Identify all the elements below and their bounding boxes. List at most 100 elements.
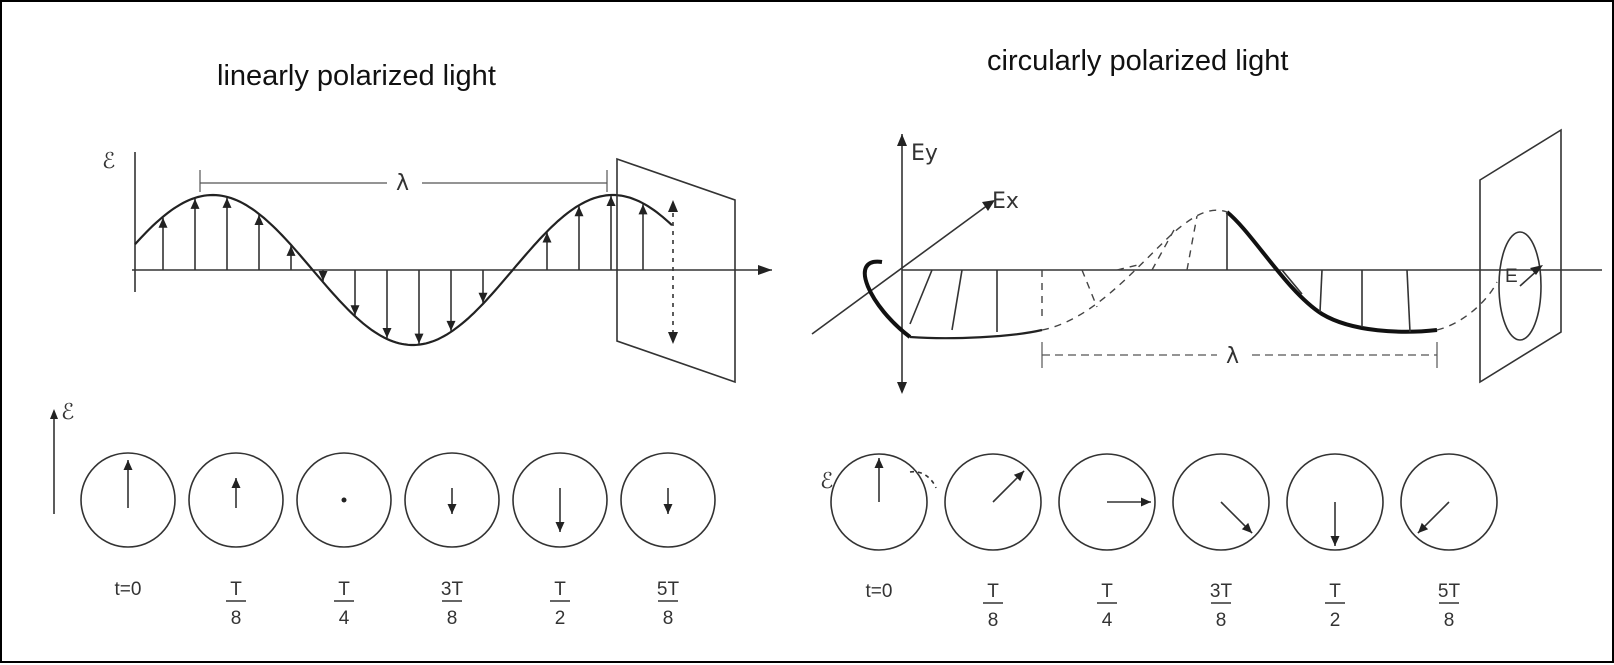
circular-time-denominator: 2 xyxy=(1330,610,1341,631)
snapshot-vector xyxy=(992,470,1025,503)
linear-field-vector xyxy=(254,214,264,270)
snapshot-vector xyxy=(1107,497,1151,507)
circular-snapshot-circle xyxy=(944,453,1042,551)
linear-field-vector xyxy=(478,270,488,303)
circular-snapshot-circle xyxy=(1400,453,1498,551)
linear-snapshot-label: ℰ xyxy=(61,400,74,425)
linear-time-numerator: T xyxy=(230,579,242,600)
zero-field-dot xyxy=(341,497,347,503)
linear-time-denominator: 8 xyxy=(231,608,242,629)
linear-field-vector xyxy=(446,270,456,331)
ex-arrow-head xyxy=(982,200,995,211)
linear-snapshot-circle xyxy=(404,452,500,548)
circular-snapshot-circle xyxy=(1058,453,1156,551)
helix-lower-front xyxy=(909,328,1043,340)
linear-time-denominator: 8 xyxy=(447,608,458,629)
circular-field-vectors xyxy=(909,212,1411,333)
snapshot-vector xyxy=(231,478,241,508)
propagation-arrow-head xyxy=(758,265,772,275)
linear-snapshot-circle xyxy=(80,452,176,548)
circular-time-denominator: 8 xyxy=(1216,610,1227,631)
ey-arrow-bottom xyxy=(897,382,907,394)
linear-snapshot: T2 xyxy=(512,452,608,629)
snapshot-vector xyxy=(663,488,673,514)
snapshot-vector xyxy=(1330,502,1340,546)
circular-time-denominator: 8 xyxy=(1444,610,1455,631)
snapshot-vector xyxy=(447,488,457,514)
circular-time-numerator: t=0 xyxy=(866,581,893,602)
linear-time-numerator: T xyxy=(338,579,350,600)
polarization-ellipse xyxy=(1498,231,1542,341)
linear-snapshot-circle xyxy=(296,452,392,548)
linear-field-vector xyxy=(318,270,328,282)
linear-field-vector xyxy=(638,204,648,270)
circular-ex-label: Ex xyxy=(992,189,1019,214)
circular-time-numerator: 3T xyxy=(1210,581,1233,602)
circular-panel: circularly polarized light Ey Ex xyxy=(811,45,1602,631)
linear-snapshot: t=0 xyxy=(80,452,176,600)
linear-snapshot: 3T8 xyxy=(404,452,500,629)
circular-snapshot: t=0 xyxy=(830,453,928,602)
circular-wavelength-label: λ xyxy=(1226,344,1239,369)
linear-time-numerator: 5T xyxy=(657,579,680,600)
circular-snapshot-circle xyxy=(830,453,928,551)
snapshot-vector xyxy=(555,488,565,532)
linear-field-vector xyxy=(382,270,392,338)
circular-observation-plane xyxy=(1479,128,1562,384)
linear-time-denominator: 2 xyxy=(555,608,566,629)
linear-time-denominator: 4 xyxy=(339,608,350,629)
circular-ey-label: Ey xyxy=(911,141,938,166)
circular-snapshot: T8 xyxy=(944,453,1042,631)
plane-vector-head xyxy=(1530,265,1543,275)
helix-back-rise xyxy=(1041,209,1228,331)
linear-time-numerator: t=0 xyxy=(115,579,142,600)
circular-time-denominator: 4 xyxy=(1102,610,1113,631)
linear-title: linearly polarized light xyxy=(217,60,496,92)
linear-time-denominator: 8 xyxy=(663,608,674,629)
circular-snapshot-circle xyxy=(1286,453,1384,551)
circular-snapshot-label: ℰ xyxy=(820,469,833,494)
linear-field-vector xyxy=(574,206,584,270)
circular-time-numerator: T xyxy=(1329,581,1341,602)
linear-wave-curve xyxy=(134,193,673,347)
linear-snapshot-circle xyxy=(620,452,716,548)
linear-field-vector xyxy=(158,217,168,270)
rotation-direction-arrow xyxy=(909,470,937,489)
circular-time-numerator: 5T xyxy=(1438,581,1461,602)
linear-time-numerator: 3T xyxy=(441,579,464,600)
linear-field-vector xyxy=(286,245,296,270)
plane-arrow-up xyxy=(668,200,678,212)
snapshot-vector xyxy=(874,458,884,502)
linear-field-vector xyxy=(542,232,552,270)
circular-title: circularly polarized light xyxy=(987,45,1288,77)
circular-snapshot: 3T8 xyxy=(1172,453,1270,631)
circular-time-denominator: 8 xyxy=(988,610,999,631)
linear-snapshot-circle xyxy=(188,452,284,548)
linear-wavelength-label: λ xyxy=(396,171,409,196)
helix-back-end xyxy=(1436,281,1498,331)
linear-observation-plane xyxy=(616,157,736,384)
linear-snapshot: 5T8 xyxy=(620,452,716,629)
helix-front-start xyxy=(862,259,912,339)
linear-field-vector xyxy=(606,196,616,270)
linear-field-vector xyxy=(190,198,200,270)
circular-time-numerator: T xyxy=(987,581,999,602)
linear-snapshot: T8 xyxy=(188,452,284,629)
linear-time-numerator: T xyxy=(554,579,566,600)
circular-snapshot: T4 xyxy=(1058,453,1156,631)
snapshot-axis-arrow xyxy=(50,409,58,419)
circular-time-numerator: T xyxy=(1101,581,1113,602)
linear-field-vector xyxy=(222,197,232,270)
linear-snapshot: T4 xyxy=(296,452,392,629)
circular-vector-label: E xyxy=(1505,266,1518,287)
linear-field-label: ℰ xyxy=(102,149,115,174)
helix-front-fall xyxy=(1225,210,1438,334)
circular-snapshot-circle xyxy=(1172,453,1270,551)
linear-field-vector xyxy=(414,270,424,344)
linear-field-vectors xyxy=(158,196,648,344)
